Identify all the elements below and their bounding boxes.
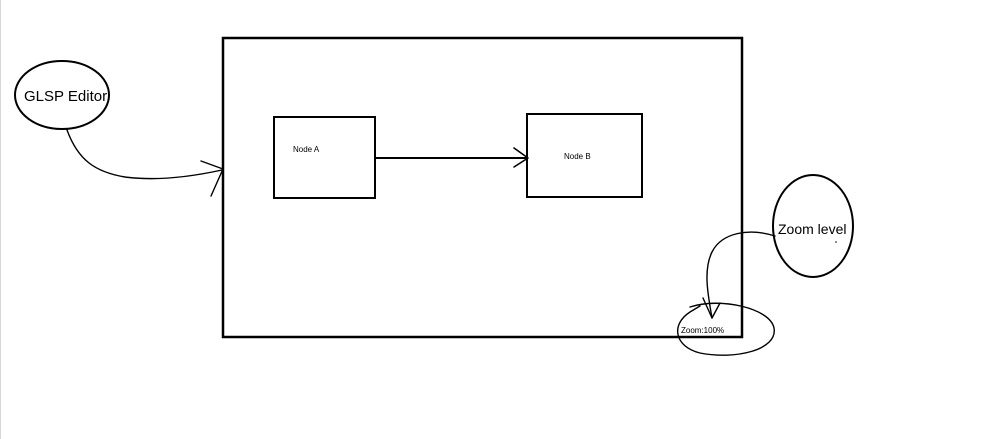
zoom-readout-circle [677,302,775,356]
node-a-label: Node A [293,145,320,154]
edge-arrowhead [513,147,529,168]
zoom-callout-ellipse [772,174,854,278]
speck [835,241,837,243]
editor-frame [221,36,744,339]
node-b-box[interactable] [526,113,643,198]
zoom-callout-label: Zoom level [778,221,847,237]
node-a-box[interactable] [273,116,376,199]
node-b-label: Node B [564,152,591,161]
zoom-readout[interactable]: Zoom:100% [681,326,725,335]
editor-pointer-curve [66,129,223,180]
editor-callout-ellipse [14,60,110,130]
editor-pointer-arrowhead [200,160,224,197]
zoom-pointer-arrowhead [702,297,721,319]
editor-callout-label: GLSP Editor [24,88,108,105]
zoom-pointer-curve [706,231,776,319]
